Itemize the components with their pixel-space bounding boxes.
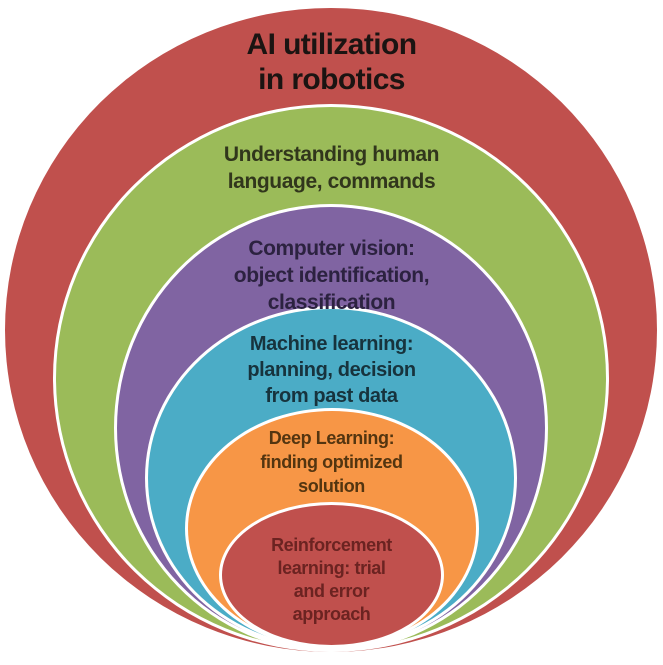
label-machine-learning: Machine learning: planning, decision fro… (247, 333, 416, 407)
label-reinforcement-learning: Reinforcement learning: trial and error … (271, 535, 392, 624)
ring-reinforcement-learning (219, 502, 444, 648)
label-deep-learning: Deep Learning: finding optimized solutio… (260, 428, 403, 496)
label-computer-vision: Computer vision: object identification, … (233, 237, 430, 314)
diagram-title: AI utilization in robotics (246, 28, 418, 96)
label-understanding-language: Understanding human language, commands (223, 143, 440, 193)
